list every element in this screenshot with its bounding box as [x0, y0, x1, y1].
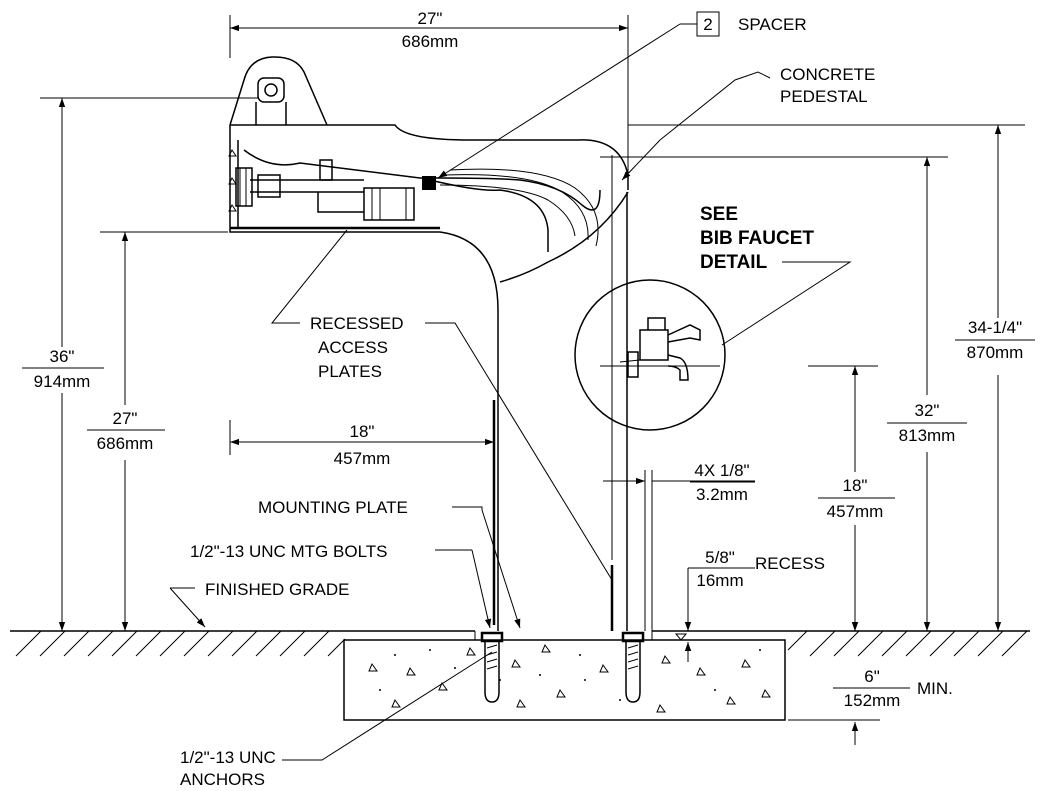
dim-recess-label: RECESS	[755, 554, 825, 573]
dim-top-width-in: 27"	[418, 9, 443, 28]
anchors-label-2: ANCHORS	[180, 770, 265, 789]
callout-finished-grade: FINISHED GRADE	[169, 580, 350, 628]
dim-bib-height-mm: 457mm	[827, 502, 884, 521]
dim-recess-in: 5/8"	[705, 548, 735, 567]
dim-footing-in: 6"	[864, 667, 880, 686]
bib-faucet-detail	[574, 279, 726, 431]
anchors-label-1: 1/2"-13 UNC	[180, 748, 276, 767]
dim-reach: 18" 457mm	[229, 420, 494, 468]
dim-recess-mm: 16mm	[696, 571, 743, 590]
finished-grade-line	[10, 630, 1030, 657]
detail-label: DETAIL	[700, 252, 768, 273]
anchor-left	[480, 631, 504, 703]
recessed-label-3: PLATES	[318, 362, 382, 381]
dim-overall-height-in: 36"	[50, 347, 75, 366]
recessed-label-2: ACCESS	[318, 338, 388, 357]
finished-grade-label: FINISHED GRADE	[205, 580, 350, 599]
dim-reach-mm: 457mm	[334, 449, 391, 468]
callout-recessed-access-plates: RECESSED ACCESS PLATES	[270, 229, 613, 581]
dim-spacer-gap: 4X 1/8" 3.2mm	[603, 461, 755, 631]
dim-faucet-height-in: 32"	[915, 401, 940, 420]
dim-basin-height-mm: 686mm	[97, 434, 154, 453]
dim-top-width: 27" 686mm	[229, 9, 629, 175]
dim-faucet-height-mm: 813mm	[899, 426, 956, 445]
callout-mounting-plate: MOUNTING PLATE	[258, 498, 521, 629]
dim-spacer-gap-in: 4X 1/8"	[694, 461, 749, 480]
mounting-plate-label: MOUNTING PLATE	[258, 498, 408, 517]
mtg-bolts-label: 1/2"-13 UNC MTG BOLTS	[190, 542, 387, 561]
dim-footing: 6" 152mm MIN.	[788, 620, 953, 745]
anchor-right	[621, 631, 645, 703]
dim-footing-mm: 152mm	[844, 691, 901, 710]
spacer-label: SPACER	[738, 15, 807, 34]
concrete-footing	[343, 631, 786, 721]
recessed-access-plate	[230, 226, 614, 631]
callout-spacer: 2 SPACER	[437, 11, 807, 179]
dim-pedestal-height-mm: 870mm	[967, 343, 1024, 362]
dim-bib-height: 18" 457mm	[808, 365, 895, 631]
dim-top-width-mm: 686mm	[402, 32, 459, 51]
dim-spacer-gap-mm: 3.2mm	[696, 485, 748, 504]
dim-bib-height-in: 18"	[843, 476, 868, 495]
see-label: SEE	[700, 204, 738, 225]
dim-faucet-height: 32" 813mm	[600, 156, 967, 631]
fountain-body	[228, 56, 629, 631]
concrete-label-1: CONCRETE	[780, 65, 875, 84]
dim-footing-suffix: MIN.	[917, 679, 953, 698]
dim-basin-height-in: 27"	[113, 409, 138, 428]
dim-overall-height-mm: 914mm	[34, 372, 91, 391]
recessed-label-1: RECESSED	[310, 314, 404, 333]
dim-basin-height: 27" 686mm	[87, 231, 228, 631]
callout-concrete-pedestal: CONCRETE PEDESTAL	[621, 65, 875, 181]
spacer-number: 2	[703, 15, 712, 34]
dim-pedestal-height: 34-1/4" 870mm	[628, 124, 1035, 631]
callout-anchors: 1/2"-13 UNC ANCHORS	[180, 651, 493, 789]
dim-overall-height: 36" 914mm	[22, 97, 258, 631]
dim-pedestal-height-in: 34-1/4"	[968, 318, 1022, 337]
concrete-label-2: PEDESTAL	[780, 87, 868, 106]
dim-reach-in: 18"	[350, 422, 375, 441]
dim-recess: 5/8" 16mm RECESS	[672, 548, 825, 662]
callout-mtg-bolts: 1/2"-13 UNC MTG BOLTS	[190, 542, 492, 629]
callout-bib-faucet: SEE BIB FAUCET DETAIL	[700, 204, 852, 346]
bib-faucet-label: BIB FAUCET	[700, 228, 814, 249]
